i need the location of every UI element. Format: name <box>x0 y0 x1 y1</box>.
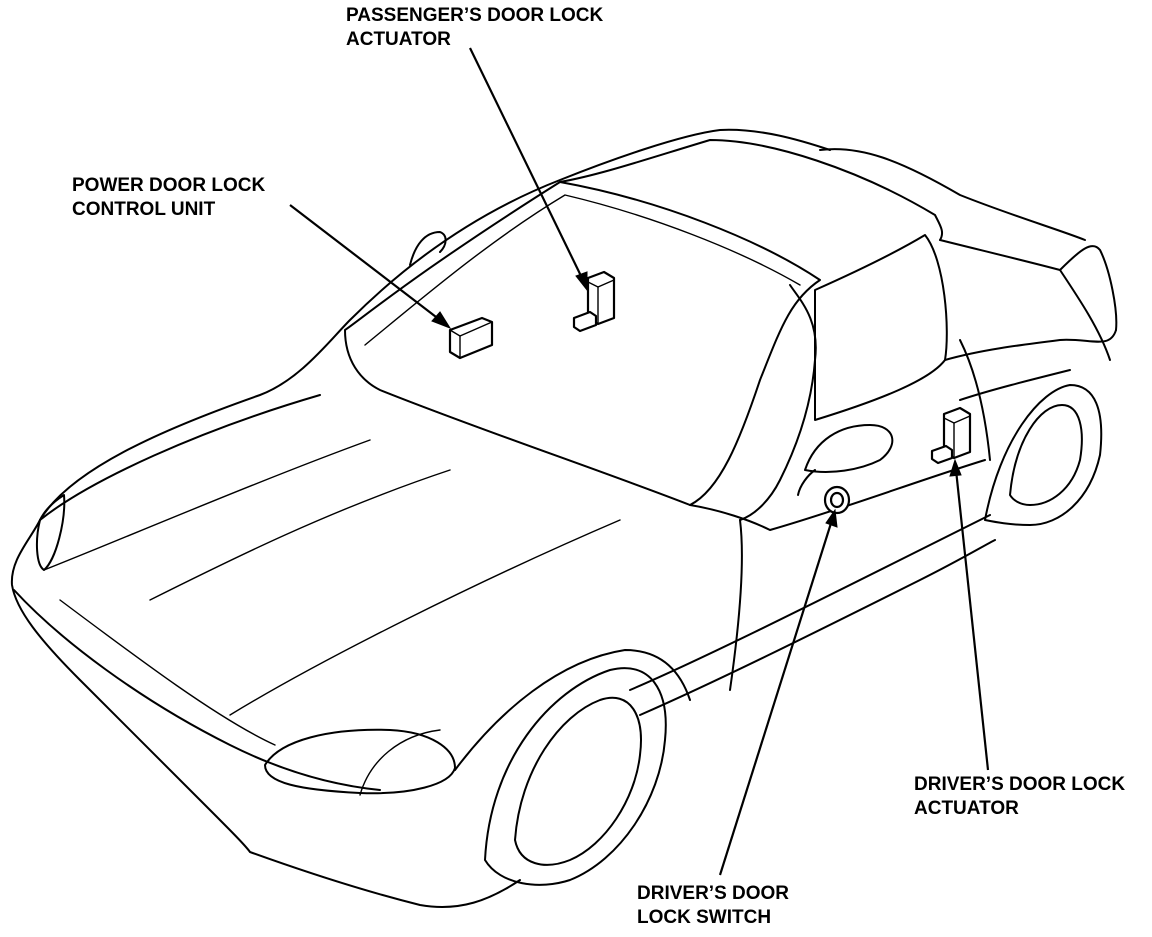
label-power-door-lock-control-unit: POWER DOOR LOCK CONTROL UNIT <box>72 174 265 222</box>
label-line: ACTUATOR <box>914 798 1019 819</box>
label-line: PASSENGER’S DOOR LOCK <box>346 5 604 26</box>
leader-lock-switch <box>718 508 838 876</box>
label-line: ACTUATOR <box>346 29 451 50</box>
lock-switch-part <box>823 485 851 515</box>
control-unit-box <box>448 316 494 360</box>
passenger-actuator-part <box>572 270 616 333</box>
label-line: DRIVER’S DOOR LOCK <box>914 774 1126 795</box>
label-line: DRIVER’S DOOR <box>637 883 790 904</box>
label-line: LOCK SWITCH <box>637 907 772 928</box>
label-line: POWER DOOR LOCK <box>72 175 266 196</box>
driver-actuator-part <box>930 406 972 465</box>
label-passenger-door-lock-actuator: PASSENGER’S DOOR LOCK ACTUATOR <box>346 4 603 52</box>
label-line: CONTROL UNIT <box>72 199 216 220</box>
leader-control-unit <box>289 204 452 330</box>
label-drivers-door-lock-actuator: DRIVER’S DOOR LOCK ACTUATOR <box>914 773 1125 821</box>
leader-passenger-actuator <box>469 47 588 292</box>
leader-driver-actuator <box>949 458 990 771</box>
car-body <box>10 128 1118 908</box>
label-drivers-door-lock-switch: DRIVER’S DOOR LOCK SWITCH <box>637 882 789 930</box>
